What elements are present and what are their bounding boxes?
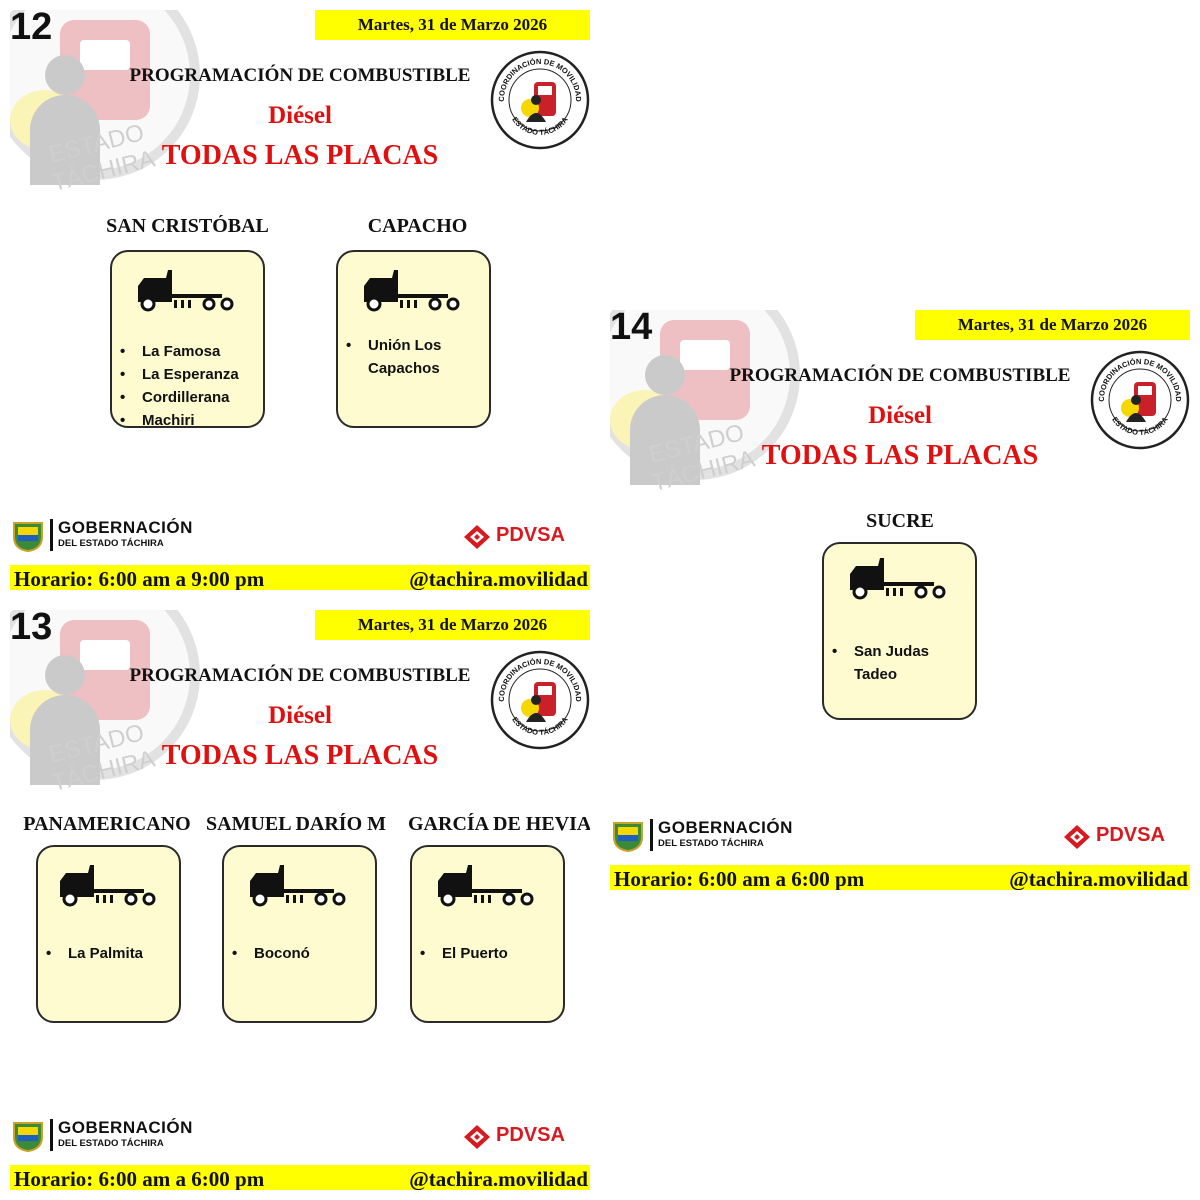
schedule-text: Horario: 6:00 am a 9:00 pm (14, 567, 265, 590)
station-item: Cordillerana (116, 386, 239, 409)
station-card: Unión Los Capachos (336, 250, 491, 428)
municipality-name: PANAMERICANO (23, 813, 191, 835)
pdvsa-logo: PDVSA (462, 522, 587, 552)
truck-icon (138, 270, 234, 312)
movilidad-emblem: COORDINACIÓN DE MOVILIDAD ESTADO TÁCHIRA (490, 650, 590, 750)
station-item: La Palmita (42, 942, 143, 965)
gobernacion-subtitle: DEL ESTADO TÁCHIRA (658, 838, 764, 849)
truck-icon (60, 865, 156, 907)
watermark-logo: ESTADO TÁCHIRA (610, 310, 800, 500)
truck-icon (250, 865, 346, 907)
municipality-name: CAPACHO (367, 215, 468, 237)
municipality-name: SAMUEL DARÍO M (206, 813, 387, 835)
station-item: Unión Los Capachos (342, 334, 462, 380)
municipality-name: SUCRE (866, 510, 934, 532)
social-handle: @tachira.movilidad (409, 567, 588, 590)
station-card: El Puerto (410, 845, 565, 1023)
station-item: San Judas Tadeo (828, 640, 938, 686)
station-list: La Palmita (42, 942, 143, 965)
station-item: Boconó (228, 942, 310, 965)
program-title: PROGRAMACIÓN DE COMBUSTIBLE (729, 365, 1071, 386)
movilidad-emblem: COORDINACIÓN DE MOVILIDAD ESTADO TÁCHIRA (1090, 350, 1190, 450)
date-banner: Martes, 31 de Marzo 2026 (915, 310, 1190, 340)
pdvsa-wordmark: PDVSA (496, 1124, 565, 1146)
station-item: La Famosa (116, 340, 239, 363)
station-card: San Judas Tadeo (822, 542, 977, 720)
flyer-14: ESTADO TÁCHIRA 14 Martes, 31 de Marzo 20… (610, 310, 1190, 890)
fuel-type: Diésel (868, 402, 932, 429)
station-item: La Esperanza (116, 363, 239, 386)
gobernacion-subtitle: DEL ESTADO TÁCHIRA (58, 1138, 164, 1149)
coat-of-arms-icon (13, 1122, 43, 1153)
schedule-bar: Horario: 6:00 am a 6:00 pm @tachira.movi… (10, 1165, 590, 1190)
pdvsa-wordmark: PDVSA (1096, 824, 1165, 846)
movilidad-emblem: COORDINACIÓN DE MOVILIDAD ESTADO TÁCHIRA (490, 50, 590, 150)
truck-icon (438, 865, 534, 907)
pdvsa-sun-icon (464, 1125, 490, 1149)
fuel-type: Diésel (268, 702, 332, 729)
coat-of-arms-icon (13, 522, 43, 553)
schedule-text: Horario: 6:00 am a 6:00 pm (14, 1167, 265, 1190)
schedule-bar: Horario: 6:00 am a 6:00 pm @tachira.movi… (610, 865, 1190, 890)
date-banner: Martes, 31 de Marzo 2026 (315, 610, 590, 640)
plates-label: TODAS LAS PLACAS (761, 440, 1039, 471)
program-title: PROGRAMACIÓN DE COMBUSTIBLE (129, 665, 471, 686)
pdvsa-sun-icon (464, 525, 490, 549)
coat-of-arms-icon (613, 822, 643, 853)
station-list: La Famosa La Esperanza Cordillerana Mach… (116, 340, 239, 432)
truck-icon (364, 270, 460, 312)
schedule-bar: Horario: 6:00 am a 9:00 pm @tachira.movi… (10, 565, 590, 590)
gobernacion-logo: GOBERNACIÓN DEL ESTADO TÁCHIRA (10, 515, 250, 555)
station-card: Boconó (222, 845, 377, 1023)
pdvsa-wordmark: PDVSA (496, 524, 565, 546)
gobernacion-title: GOBERNACIÓN (658, 818, 793, 837)
gobernacion-logo: GOBERNACIÓN DEL ESTADO TÁCHIRA (10, 1115, 250, 1155)
flyer-12: ESTADO TÁCHIRA 12 Martes, 31 de Marzo 20… (10, 10, 590, 590)
social-handle: @tachira.movilidad (409, 1167, 588, 1190)
watermark-logo: ESTADO TÁCHIRA (10, 610, 200, 800)
program-title: PROGRAMACIÓN DE COMBUSTIBLE (129, 65, 471, 86)
station-list: El Puerto (416, 942, 508, 965)
social-handle: @tachira.movilidad (1009, 867, 1188, 890)
slide-number: 13 (10, 610, 53, 648)
station-item: El Puerto (416, 942, 508, 965)
station-list: Boconó (228, 942, 310, 965)
plates-label: TODAS LAS PLACAS (161, 740, 439, 771)
pdvsa-logo: PDVSA (1062, 822, 1187, 852)
gobernacion-title: GOBERNACIÓN (58, 1118, 193, 1137)
slide-number: 12 (10, 10, 53, 48)
slide-number: 14 (610, 310, 653, 348)
date-banner: Martes, 31 de Marzo 2026 (315, 10, 590, 40)
station-item: Machiri (116, 409, 239, 432)
municipality-name: GARCÍA DE HEVIA (408, 813, 590, 835)
gobernacion-logo: GOBERNACIÓN DEL ESTADO TÁCHIRA (610, 815, 850, 855)
station-card: La Palmita (36, 845, 181, 1023)
flyer-13: ESTADO TÁCHIRA 13 Martes, 31 de Marzo 20… (10, 610, 590, 1190)
gobernacion-title: GOBERNACIÓN (58, 518, 193, 537)
pdvsa-sun-icon (1064, 825, 1090, 849)
fuel-type: Diésel (268, 102, 332, 129)
station-list: Unión Los Capachos (342, 334, 462, 380)
truck-icon (850, 558, 946, 600)
schedule-text: Horario: 6:00 am a 6:00 pm (614, 867, 865, 890)
station-list: San Judas Tadeo (828, 640, 938, 686)
gobernacion-subtitle: DEL ESTADO TÁCHIRA (58, 538, 164, 549)
pdvsa-logo: PDVSA (462, 1122, 587, 1152)
plates-label: TODAS LAS PLACAS (161, 140, 439, 171)
station-card: La Famosa La Esperanza Cordillerana Mach… (110, 250, 265, 432)
municipality-name: SAN CRISTÓBAL (106, 215, 269, 237)
watermark-logo: ESTADO TÁCHIRA (10, 10, 200, 200)
